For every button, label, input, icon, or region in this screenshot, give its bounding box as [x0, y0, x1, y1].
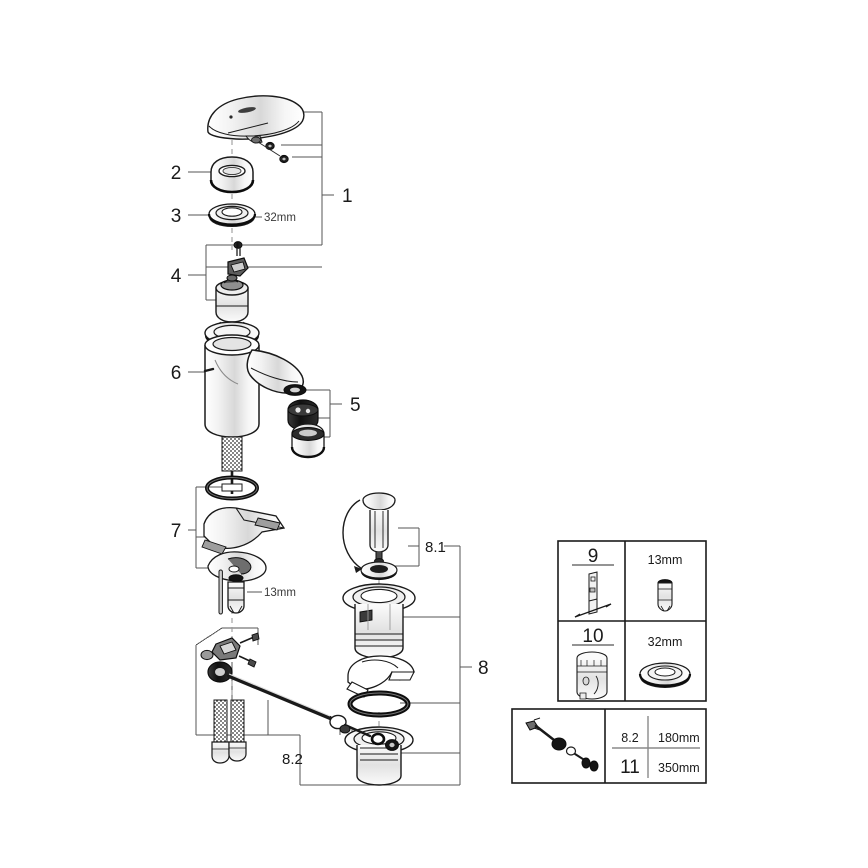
legend-rod-panel	[511, 708, 707, 784]
dimension-13mm-shank: 13mm	[264, 587, 296, 599]
base-gasket	[205, 475, 259, 501]
callout-1: 1	[342, 186, 353, 207]
pop-up-rod-180mm	[207, 661, 399, 751]
legend-panel	[557, 540, 707, 702]
pop-up-seal-ring	[360, 561, 398, 580]
callout-8-2: 8.2	[282, 751, 303, 768]
callout-3: 3	[171, 206, 182, 227]
waste-body-upper	[342, 583, 416, 659]
pop-up-knob	[362, 492, 396, 564]
callout-7: 7	[171, 521, 182, 542]
waste-o-ring	[347, 690, 411, 718]
dimension-32mm-seal: 32mm	[264, 212, 296, 224]
extension-sleeve-icon	[657, 579, 673, 612]
legend-rod-row-0-length: 180mm	[658, 731, 700, 745]
legend-10-number: 10	[582, 626, 603, 647]
cartridge-sleeve-icon	[576, 651, 608, 700]
mounting-tool-icon	[574, 571, 612, 618]
seal-ring-icon	[638, 662, 692, 688]
grub-screw-upper	[265, 141, 275, 151]
legend-rod-row-1-length: 350mm	[658, 761, 700, 775]
legend-9-number: 9	[588, 546, 599, 567]
retaining-nut-32mm	[207, 203, 257, 227]
callout-4: 4	[171, 266, 182, 287]
assembly-arrow	[342, 499, 363, 570]
assembly-arrow-head	[354, 566, 362, 573]
aerator-housing	[290, 423, 326, 459]
callout-6: 6	[171, 363, 182, 384]
legend-rod-row-1-number: 11	[620, 757, 640, 778]
mixer-body	[203, 321, 304, 494]
callout-2: 2	[171, 163, 182, 184]
cartridge-screw	[233, 241, 243, 256]
screw-link-line	[257, 141, 281, 157]
legend-9-dimension: 13mm	[648, 553, 683, 567]
legend-rod-row-0-number: 8.2	[621, 731, 638, 745]
bracket-82-top-skew	[195, 627, 223, 646]
lever-handle	[207, 95, 305, 144]
callout-8: 8	[478, 658, 489, 679]
cartridge-clip	[227, 257, 249, 277]
flexible-supply-hoses	[211, 699, 247, 764]
callout-8-1: 8.1	[425, 539, 446, 556]
handle-cap	[209, 156, 255, 194]
ceramic-cartridge	[215, 274, 249, 329]
mounting-nut-13mm	[218, 569, 245, 615]
callout-5: 5	[350, 395, 361, 416]
mounting-bracket-upper	[201, 506, 286, 555]
waste-body-lower	[344, 726, 414, 786]
pop-up-rod-icon	[525, 717, 599, 772]
aerator-washer	[283, 384, 307, 396]
legend-10-dimension: 32mm	[648, 635, 683, 649]
rod-linkage-clamp	[200, 632, 260, 668]
grub-screw-lower	[279, 154, 289, 164]
